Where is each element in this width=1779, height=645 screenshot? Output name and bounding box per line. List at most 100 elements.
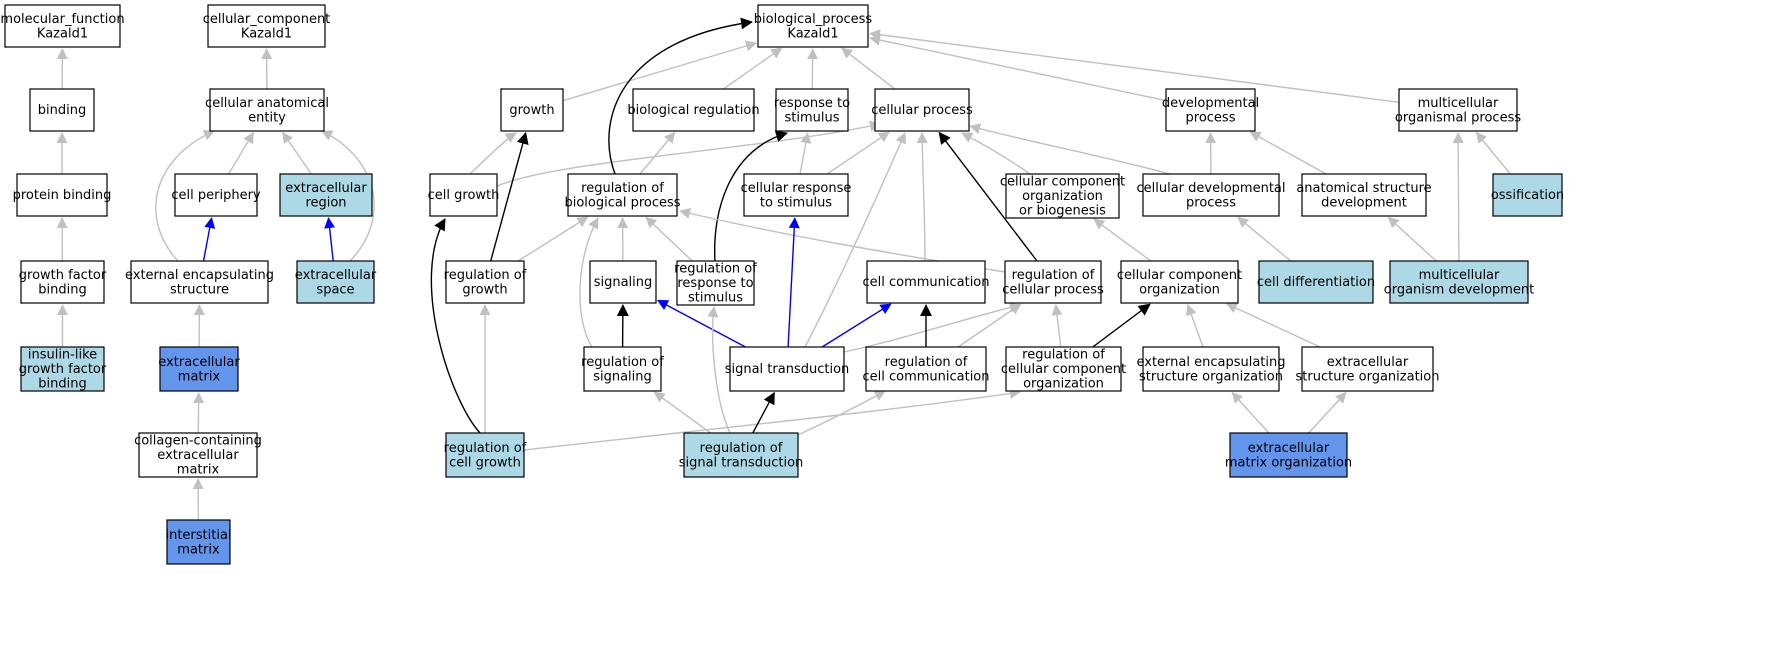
edge-part_of	[656, 299, 746, 348]
edge-is_a	[826, 131, 890, 175]
edge-is_a	[517, 216, 589, 262]
edge-is_a	[804, 132, 906, 348]
edge-line	[430, 218, 481, 434]
node-label: cellular process	[1002, 282, 1104, 297]
edge-is_a	[961, 132, 1031, 175]
edge-is_a	[869, 34, 1167, 102]
edge-line	[841, 47, 896, 90]
edge-regulates	[938, 131, 1038, 262]
node-label: matrix organization	[1225, 455, 1352, 470]
edge-line	[752, 391, 775, 434]
node-box	[683, 432, 799, 478]
node-box	[1229, 432, 1348, 478]
node-label: signal transduction	[725, 362, 850, 377]
node-label: biological process	[564, 195, 680, 210]
node-label: regulation of	[700, 441, 783, 456]
edge-line	[713, 130, 788, 262]
edge-is_a	[797, 390, 886, 436]
edge-line	[826, 131, 890, 175]
node-box	[676, 260, 755, 306]
edge-is_a	[1308, 391, 1347, 434]
node-label: matrix	[177, 463, 220, 478]
node-label: cellular_component	[203, 12, 331, 27]
node-box	[775, 88, 849, 132]
node-box	[589, 260, 657, 304]
edge-line	[1475, 131, 1511, 175]
node-cellgrowth: cell growth	[428, 173, 499, 217]
node-label: cellular component	[1117, 268, 1242, 283]
edge-is_a	[579, 217, 599, 348]
node-cellproc: cellular process	[871, 88, 973, 132]
node-label: regulation of	[1022, 348, 1105, 363]
node-label: regulation of	[581, 355, 664, 370]
edge-is_a	[1387, 216, 1437, 262]
node-label: extracellular	[1248, 441, 1330, 456]
node-label: insulin-like	[28, 348, 97, 363]
edge-line	[1249, 131, 1327, 175]
edge-line	[957, 303, 1022, 348]
node-box	[138, 432, 258, 478]
node-label: Kazald1	[787, 26, 838, 41]
edge-is_a	[1249, 131, 1327, 175]
node-label: growth factor	[19, 268, 107, 283]
edge-line	[517, 216, 589, 262]
node-label: extracellular	[295, 268, 377, 283]
node-label: response to	[774, 96, 850, 111]
node-label: structure	[170, 282, 229, 297]
node-label: or biogenesis	[1019, 204, 1106, 219]
edge-is_a	[523, 388, 1021, 451]
node-box	[500, 88, 564, 132]
node-label: regulation of	[444, 441, 527, 456]
node-label: external encapsulating	[1136, 355, 1285, 370]
edge-line	[227, 131, 255, 175]
node-label: signal transduction	[679, 455, 804, 470]
edge-regulates	[608, 17, 753, 175]
node-label: multicellular	[1418, 96, 1499, 111]
node-label: process	[1186, 195, 1236, 210]
node-label: cellular response	[741, 181, 852, 196]
edge-regulates	[713, 130, 788, 262]
node-label: growth	[462, 282, 507, 297]
edge-part_of	[202, 217, 216, 262]
node-box	[1398, 88, 1518, 132]
edge-line	[799, 132, 812, 175]
node-label: organismal process	[1395, 110, 1521, 125]
edge-is_a	[1475, 131, 1511, 175]
edge-line	[645, 216, 693, 262]
node-label: interstitial	[165, 528, 231, 543]
node-label: cell differentiation	[1257, 275, 1375, 290]
edge-is_a	[562, 40, 757, 102]
node-sigtrans: signal transduction	[725, 346, 850, 392]
edge-is_a	[1231, 391, 1270, 434]
edge-is_a	[469, 132, 517, 175]
node-label: multicellular	[1419, 268, 1500, 283]
edge-line	[202, 217, 216, 262]
node-label: signaling	[593, 369, 652, 384]
node-box	[1389, 260, 1529, 304]
edge-is_a	[841, 47, 896, 90]
node-label: cellular component	[1001, 362, 1126, 377]
edge-is_a	[916, 132, 928, 262]
node-label: binding	[38, 377, 86, 392]
node-label: stimulus	[688, 291, 743, 306]
node-label: cell periphery	[171, 188, 261, 203]
node-label: process	[1186, 110, 1236, 125]
node-binding: binding	[29, 88, 95, 132]
node-box	[866, 260, 986, 304]
node-cellcomm: cell communication	[862, 260, 990, 304]
